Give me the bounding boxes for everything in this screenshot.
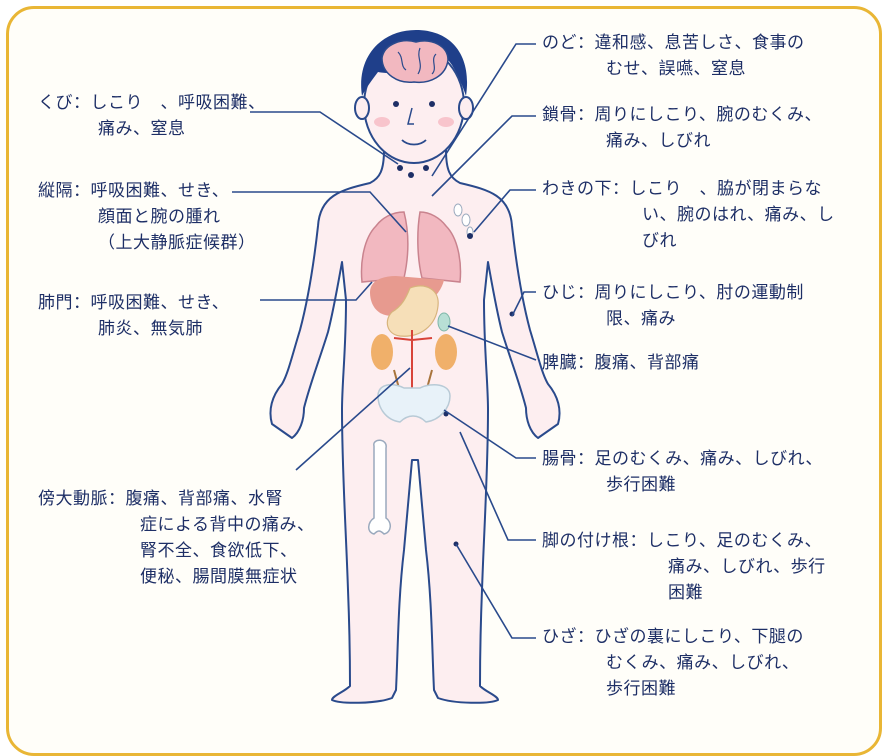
label-armpit-line-1: しこり 、脇が閉まらな bbox=[629, 179, 822, 199]
label-throat-term: のど： bbox=[542, 33, 595, 53]
label-hilum-line-2: 肺炎、無気肺 bbox=[98, 319, 203, 339]
label-groin: 脚の付け根：しこり、足のむくみ、 痛み、しびれ、歩行 困難 bbox=[542, 528, 826, 606]
kidney-right bbox=[371, 334, 393, 370]
label-clavicle-term: 鎖骨： bbox=[542, 105, 595, 125]
label-clavicle-line-2: 痛み、しびれ bbox=[606, 131, 711, 151]
pelvis bbox=[377, 383, 451, 423]
femur-bone bbox=[368, 439, 391, 535]
label-neck-line-1: しこり 、呼吸困難、 bbox=[90, 93, 266, 113]
label-knee-line-1: ひざの裏にしこり、下腿の bbox=[594, 627, 804, 647]
body-outline bbox=[269, 149, 561, 704]
label-knee-line-2: むくみ、痛み、しびれ、 bbox=[606, 653, 800, 673]
label-armpit-term: わきの下： bbox=[542, 179, 630, 199]
label-mediastinum-line-1: 呼吸困難、せき、 bbox=[90, 181, 230, 201]
label-paraaortic-term: 傍大動脈： bbox=[38, 489, 126, 509]
label-paraaortic-line-1: 腹痛、背部痛、水腎 bbox=[125, 489, 283, 509]
lung-left bbox=[417, 211, 462, 283]
label-groin-line-3: 困難 bbox=[668, 583, 703, 603]
label-hilum-line-1: 呼吸困難、せき、 bbox=[90, 293, 230, 313]
label-elbow-line-2: 限、痛み bbox=[606, 309, 676, 329]
lung-right bbox=[360, 211, 409, 283]
label-groin-line-1: しこり、足のむくみ、 bbox=[647, 531, 822, 551]
label-iliac-line-1: 足のむくみ、痛み、しびれ、 bbox=[594, 449, 823, 469]
body-illustration bbox=[232, 30, 561, 704]
label-groin-line-2: 痛み、しびれ、歩行 bbox=[668, 557, 826, 577]
label-iliac-term: 腸骨： bbox=[542, 449, 595, 469]
label-clavicle: 鎖骨：周りにしこり、腕のむくみ、 痛み、しびれ bbox=[542, 102, 822, 154]
label-neck-line-2: 痛み、窒息 bbox=[98, 119, 186, 139]
label-neck-term: くび： bbox=[38, 93, 91, 113]
label-throat: のど：違和感、息苦しさ、食事の むせ、誤嚥、窒息 bbox=[542, 30, 805, 82]
label-elbow-line-1: 周りにしこり、肘の運動制 bbox=[594, 283, 804, 303]
label-paraaortic-line-3: 腎不全、食欲低下、 bbox=[140, 541, 298, 561]
label-iliac-line-2: 歩行困難 bbox=[606, 475, 676, 495]
kidney-left bbox=[435, 334, 457, 370]
label-neck: くび：しこり 、呼吸困難、 痛み、窒息 bbox=[38, 90, 266, 142]
leader-lines bbox=[232, 43, 537, 639]
label-spleen: 脾臓：腹痛、背部痛 bbox=[542, 350, 700, 376]
label-throat-line-1: 違和感、息苦しさ、食事の bbox=[594, 33, 805, 53]
label-mediastinum: 縦隔：呼吸困難、せき、 顔面と腕の腫れ （上大静脈症候群） bbox=[38, 178, 256, 256]
label-paraaortic: 傍大動脈：腹痛、背部痛、水腎 症による背中の痛み、 腎不全、食欲低下、 便秘、腸… bbox=[38, 486, 315, 590]
label-knee-line-3: 歩行困難 bbox=[606, 679, 676, 699]
diagram-stage: くび：しこり 、呼吸困難、 痛み、窒息 縦隔：呼吸困難、せき、 顔面と腕の腫れ … bbox=[6, 6, 882, 756]
label-elbow-term: ひじ： bbox=[542, 283, 595, 303]
label-clavicle-line-1: 周りにしこり、腕のむくみ、 bbox=[594, 105, 822, 125]
label-groin-term: 脚の付け根： bbox=[542, 531, 647, 551]
label-armpit-line-2: い、腕のはれ、痛み、し bbox=[642, 205, 835, 225]
label-knee: ひざ：ひざの裏にしこり、下腿の むくみ、痛み、しびれ、 歩行困難 bbox=[542, 624, 804, 702]
label-hilum-term: 肺門： bbox=[38, 293, 91, 313]
label-paraaortic-line-4: 便秘、腸間膜無症状 bbox=[140, 567, 298, 587]
label-mediastinum-line-3: （上大静脈症候群） bbox=[98, 233, 256, 253]
aorta bbox=[393, 330, 433, 401]
label-armpit-line-3: びれ bbox=[642, 231, 677, 251]
stomach bbox=[386, 285, 439, 337]
label-iliac: 腸骨：足のむくみ、痛み、しびれ、 歩行困難 bbox=[542, 446, 823, 498]
label-spleen-term: 脾臓： bbox=[542, 353, 595, 373]
brain bbox=[381, 40, 449, 84]
head bbox=[354, 30, 474, 164]
label-mediastinum-term: 縦隔： bbox=[38, 181, 91, 201]
label-spleen-line-1: 腹痛、背部痛 bbox=[594, 353, 700, 373]
label-mediastinum-line-2: 顔面と腕の腫れ bbox=[98, 207, 221, 227]
label-knee-term: ひざ： bbox=[542, 627, 595, 647]
label-paraaortic-line-2: 症による背中の痛み、 bbox=[140, 515, 315, 535]
label-elbow: ひじ：周りにしこり、肘の運動制 限、痛み bbox=[542, 280, 804, 332]
label-hilum: 肺門：呼吸困難、せき、 肺炎、無気肺 bbox=[38, 290, 229, 342]
label-armpit: わきの下：しこり 、脇が閉まらな い、腕のはれ、痛み、し びれ bbox=[542, 176, 835, 254]
spleen bbox=[437, 312, 451, 332]
label-throat-line-2: むせ、誤嚥、窒息 bbox=[606, 59, 746, 79]
